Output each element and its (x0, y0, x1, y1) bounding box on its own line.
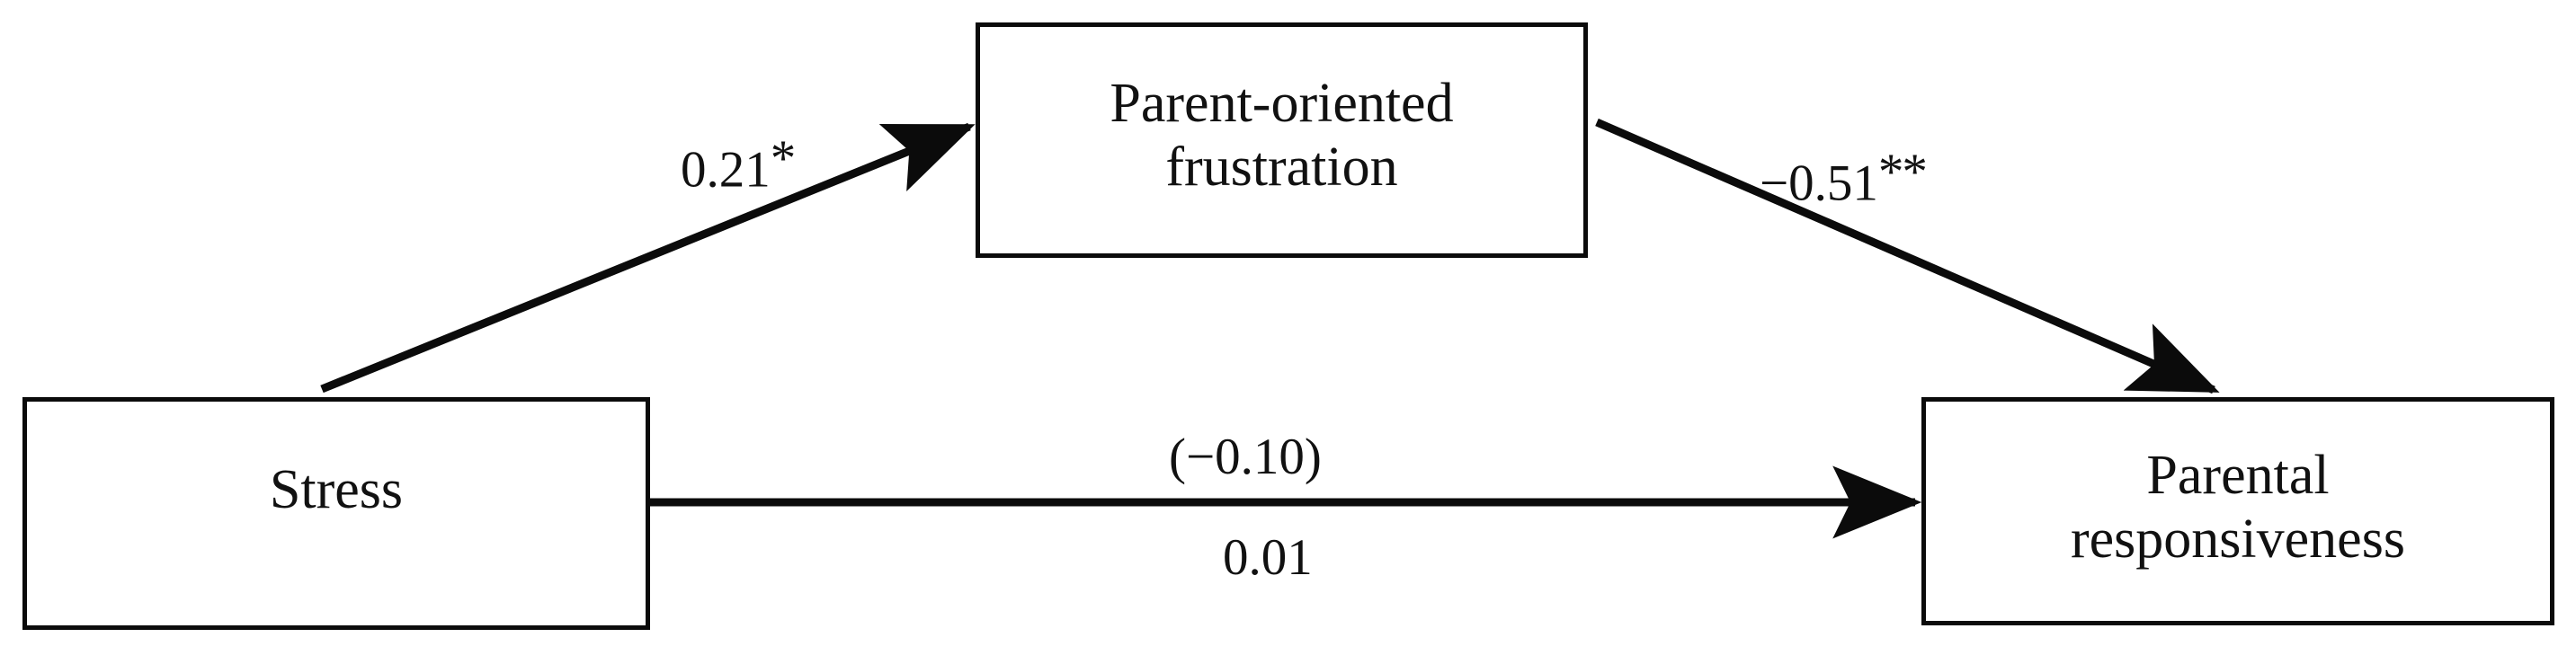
node-parental-responsiveness[interactable]: Parental responsiveness (1921, 397, 2554, 625)
node-outcome-label: Parental responsiveness (2071, 445, 2405, 570)
node-predictor-label: Stress (269, 459, 404, 521)
b-path-arrow (1595, 118, 2220, 394)
a-path-arrow (320, 122, 976, 394)
a-path-coefficient-label: 0.21* (681, 130, 796, 199)
b-path-coefficient-label: −0.51** (1760, 144, 1928, 212)
direct-path-total-effect-label: (−0.10) (1169, 429, 1322, 485)
b-path-significance-stars: ** (1877, 144, 1928, 200)
a-path-coefficient-value: 0.21 (681, 141, 771, 199)
direct-path-direct-effect-label: 0.01 (1223, 529, 1313, 586)
node-mediator-label: Parent-oriented frustration (1110, 73, 1454, 198)
b-path-coefficient-value: −0.51 (1760, 155, 1878, 212)
node-parent-oriented-frustration[interactable]: Parent-oriented frustration (976, 22, 1588, 258)
node-stress[interactable]: Stress (22, 397, 650, 630)
a-path-significance-stars: * (770, 130, 796, 187)
